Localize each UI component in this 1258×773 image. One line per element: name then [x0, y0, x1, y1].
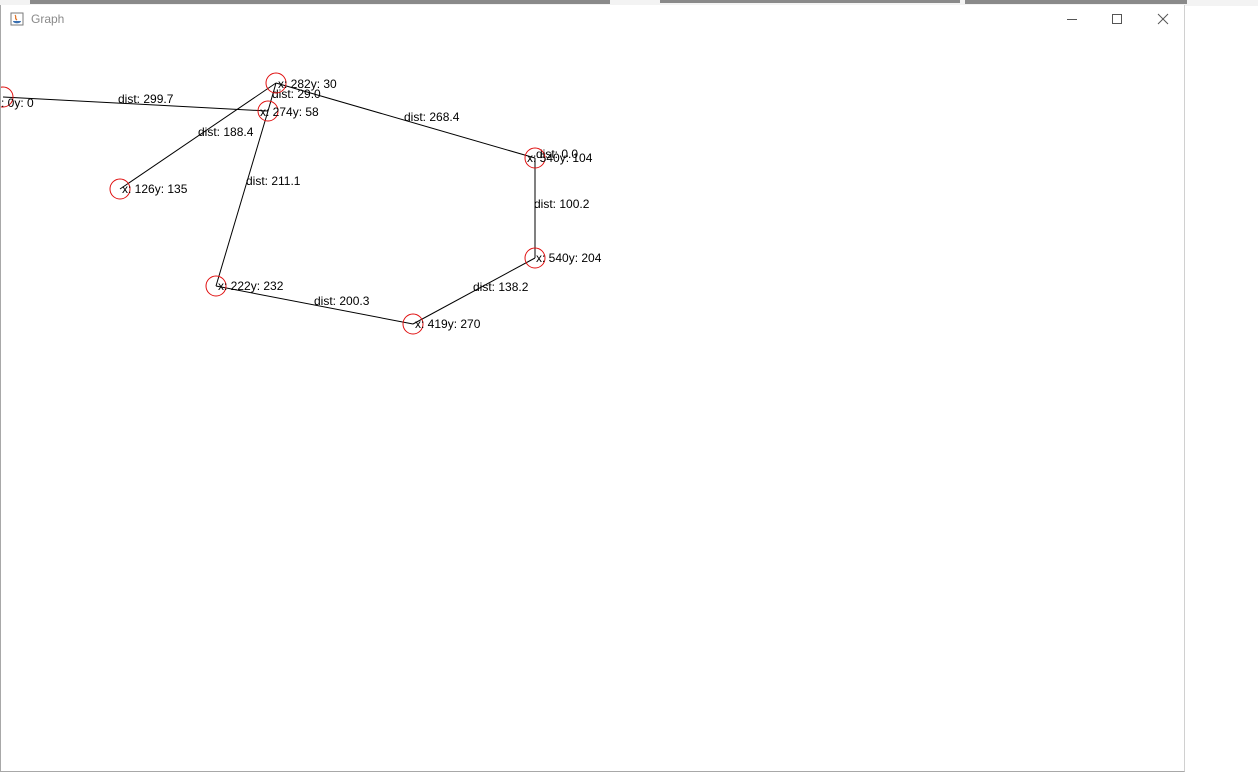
graph-node[interactable] — [524, 247, 546, 269]
close-button[interactable] — [1140, 5, 1185, 33]
minimize-icon — [1066, 19, 1077, 20]
graph-edge — [412, 257, 536, 325]
background-window-bar — [30, 0, 610, 4]
node-coordinate-label: x: 0y: 0 — [1, 96, 34, 110]
node-coordinate-label: x: 126y: 135 — [122, 182, 188, 196]
graph-node[interactable] — [524, 147, 546, 169]
graph-edge — [267, 82, 277, 112]
node-coordinate-label: x: 282y: 30 — [278, 77, 337, 91]
background-window-bar — [660, 0, 960, 3]
java-icon — [10, 12, 24, 26]
edge-distance-label: dist: 268.4 — [404, 110, 460, 124]
graph-node[interactable] — [257, 100, 279, 122]
graph-edge — [215, 285, 414, 325]
graph-node[interactable] — [205, 275, 227, 297]
graph-node[interactable] — [402, 313, 424, 335]
edge-distance-label: dist: 100.2 — [534, 197, 590, 211]
edge-distance-label: dist: 29.0 — [272, 87, 321, 101]
maximize-button[interactable] — [1094, 5, 1139, 33]
graph-node[interactable] — [265, 72, 287, 94]
edge-distance-label: dist: 188.4 — [198, 125, 254, 139]
edge-distance-label: dist: 299.7 — [118, 92, 174, 106]
close-icon — [1157, 13, 1168, 25]
node-coordinate-label: x: 419y: 270 — [415, 317, 481, 331]
node-coordinate-label: x: 540y: 204 — [536, 251, 602, 265]
title-bar[interactable]: Graph — [1, 5, 1184, 33]
graph-edge — [275, 82, 536, 159]
minimize-button[interactable] — [1049, 5, 1094, 33]
graph-canvas[interactable]: dist: 268.4 dist: 188.4 dist: 29.0 dist: 21… — [1, 5, 1186, 772]
node-coordinate-label: x: 274y: 58 — [260, 105, 319, 119]
edge-distance-label: dist: 200.3 — [314, 294, 370, 308]
graph-edge — [119, 82, 277, 190]
edge-distance-label: dist: 138.2 — [473, 280, 529, 294]
graph-node[interactable] — [1, 86, 14, 108]
node-coordinate-label: x: 540y: 104 — [527, 151, 593, 165]
background-window-bar — [965, 0, 1187, 4]
graph-edge — [2, 96, 269, 112]
graph-node[interactable] — [109, 178, 131, 200]
graph-edge — [215, 110, 269, 287]
maximize-icon — [1111, 14, 1122, 24]
edge-distance-label: dist: 211.1 — [246, 174, 301, 188]
node-coordinate-label: x: 222y: 232 — [218, 279, 284, 293]
edge-distance-label: dist: 0.0 — [536, 147, 578, 161]
background-window-strip — [0, 0, 1258, 6]
window-title: Graph — [31, 12, 65, 26]
